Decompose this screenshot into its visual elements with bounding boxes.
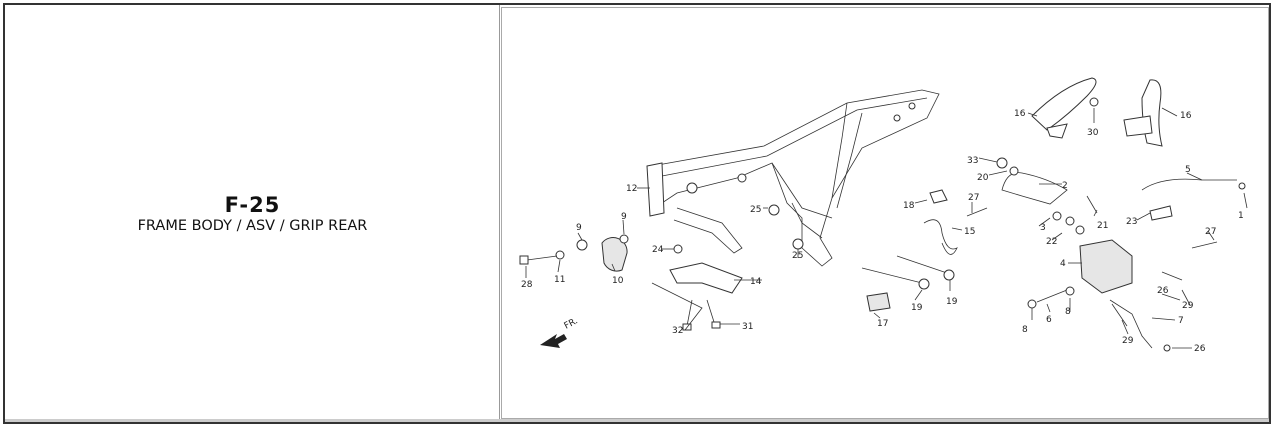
callout-26b: 26	[1194, 344, 1206, 354]
callout-15: 16	[1014, 109, 1026, 119]
callout-14: 14	[750, 277, 762, 287]
center-parts	[861, 189, 988, 312]
callout-16: 16	[1180, 111, 1192, 121]
callout-2: 2	[1062, 181, 1068, 191]
callout-26a: 26	[1157, 286, 1169, 296]
callout-18: 18	[903, 201, 915, 211]
callout-33: 33	[967, 156, 978, 166]
callout-1: 1	[1238, 211, 1244, 221]
frame-body-illustration	[646, 89, 940, 267]
callout-25a: 25	[750, 205, 761, 215]
callout-23: 23	[1126, 217, 1137, 227]
header-panel: F-25 FRAME BODY / ASV / GRIP REAR	[5, 5, 500, 422]
callout-19b: 19	[946, 297, 958, 307]
callout-28: 28	[521, 280, 533, 290]
callout-19a: 19	[911, 303, 923, 313]
callout-3: 3	[1040, 223, 1046, 233]
page-frame: F-25 FRAME BODY / ASV / GRIP REAR	[3, 3, 1271, 424]
callout-29b: 29	[1182, 301, 1194, 311]
callout-32: 32	[672, 326, 683, 336]
callout-27b: 27	[1205, 227, 1216, 237]
callout-25b: 25	[792, 251, 803, 261]
callout-27a: 27	[968, 193, 979, 203]
left-parts	[519, 204, 804, 331]
direction-arrow-icon: FR.	[540, 316, 580, 348]
callout-4: 4	[1060, 259, 1066, 269]
callout-9a: 9	[576, 223, 582, 233]
callout-22: 22	[1046, 237, 1057, 247]
callout-29a: 29	[1122, 336, 1134, 346]
section-title: FRAME BODY / ASV / GRIP REAR	[137, 218, 368, 234]
callout-7: 7	[1178, 316, 1184, 326]
parts-diagram: FR.	[501, 7, 1269, 419]
grip-rear-parts	[1031, 77, 1163, 147]
callout-9b: 9	[621, 212, 627, 222]
callout-24: 24	[652, 245, 664, 255]
asv-parts	[996, 157, 1246, 352]
callout-21: 21	[1097, 221, 1108, 231]
callout-6: 6	[1046, 315, 1052, 325]
leader-lines	[525, 107, 1248, 349]
callout-8a: 8	[1022, 325, 1028, 335]
exploded-view: FR.	[519, 77, 1248, 354]
callout-10: 10	[612, 276, 624, 286]
callout-11: 11	[554, 275, 565, 285]
callout-20: 20	[977, 173, 989, 183]
callout-31: 31	[742, 322, 753, 332]
callout-13: 15	[964, 227, 975, 237]
bottom-border	[5, 419, 1269, 422]
callout-8b: 8	[1065, 307, 1071, 317]
callout-30: 30	[1087, 128, 1099, 138]
svg-text:FR.: FR.	[563, 316, 580, 331]
callout-12: 12	[626, 184, 637, 194]
callout-5: 5	[1185, 165, 1191, 175]
callout-labels: 12 9 9 10 11 28 24 14 32 31 25 25 17 19 …	[521, 109, 1244, 354]
callout-17: 17	[877, 319, 888, 329]
section-code: F-25	[224, 193, 281, 217]
